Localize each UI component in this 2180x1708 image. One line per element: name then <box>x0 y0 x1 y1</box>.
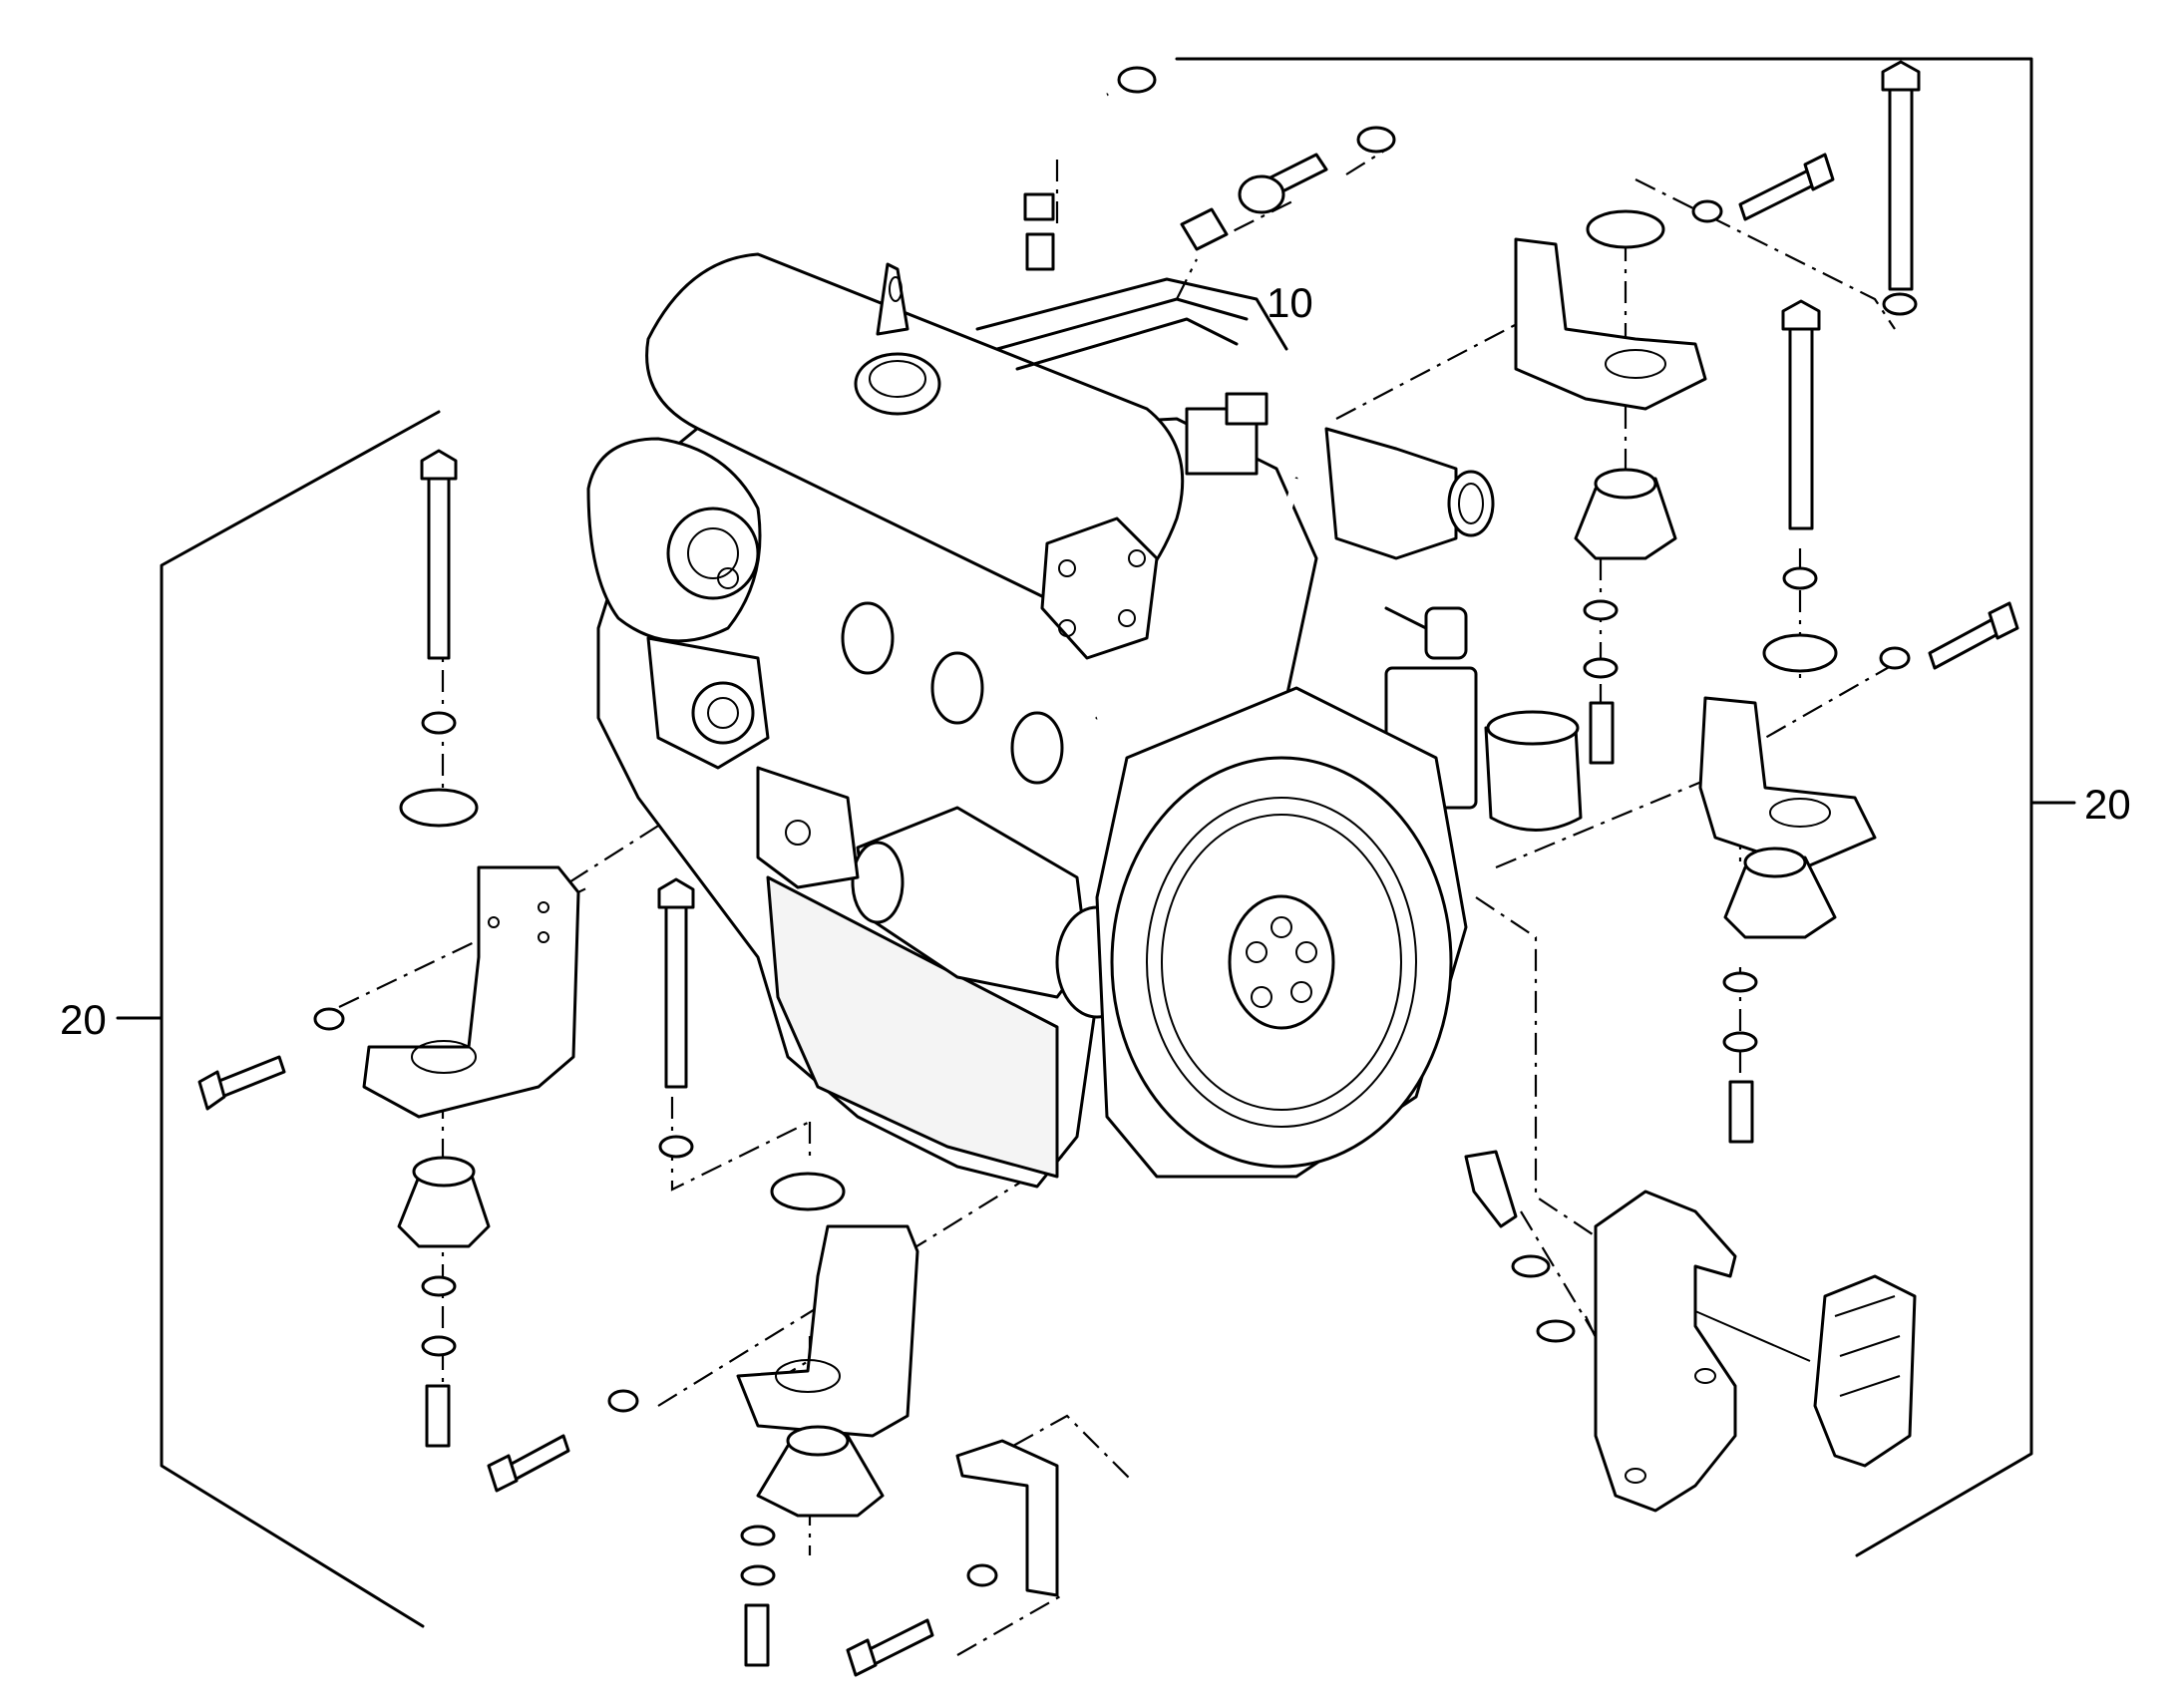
mount-bracket-right-1 <box>1514 237 1707 411</box>
callout-mount-group-left: 20 <box>60 996 107 1043</box>
rubber-mount-front <box>756 1434 885 1518</box>
long-bolt-right-1 <box>1888 88 1914 291</box>
fuel-filter <box>1484 726 1583 832</box>
rubber-mount-right-2 <box>1723 855 1837 939</box>
long-bolt-front <box>664 905 688 1089</box>
front-mount-set <box>487 877 1059 1677</box>
valve-cover <box>645 252 1185 620</box>
right-mount-set-lower <box>1698 299 2019 1144</box>
short-bolt <box>425 1384 451 1448</box>
rubber-mount-right-1 <box>1574 477 1677 560</box>
mount-bracket-front <box>736 1224 919 1438</box>
flat-washer <box>399 788 479 828</box>
engine-assembly <box>586 252 1583 1189</box>
long-bolt-left <box>427 477 451 660</box>
callout-mount-group-right: 20 <box>2084 781 2131 828</box>
right-mount-set-top <box>1514 60 1921 765</box>
ecu-mount-set <box>1464 1150 1917 1513</box>
small-bracket <box>955 1439 1059 1597</box>
hose-clamp-2 <box>1356 126 1396 154</box>
water-outlet <box>1324 427 1458 560</box>
hose-clamp-1 <box>1117 66 1157 94</box>
mount-bracket-left <box>362 865 580 1119</box>
ecu-module <box>1813 1274 1917 1468</box>
left-mount-set <box>197 449 580 1448</box>
left-group-bracket <box>116 410 441 1628</box>
fuel-hose-fittings <box>1023 66 1396 271</box>
callout-engine: 10 <box>1267 279 1313 326</box>
end-cover <box>1040 516 1159 660</box>
lock-washer <box>421 711 457 735</box>
adapter-fitting <box>1180 207 1229 251</box>
long-bolt-right-2 <box>1788 327 1814 530</box>
oil-filler-cap <box>854 352 941 416</box>
mount-bracket-right-2 <box>1698 696 1877 869</box>
right-group-bracket <box>1175 57 2076 1557</box>
ecu-bolt <box>1464 1150 1518 1228</box>
callout-labels: 10 20 20 <box>60 279 2131 1043</box>
ecu-bracket <box>1594 1190 1737 1513</box>
